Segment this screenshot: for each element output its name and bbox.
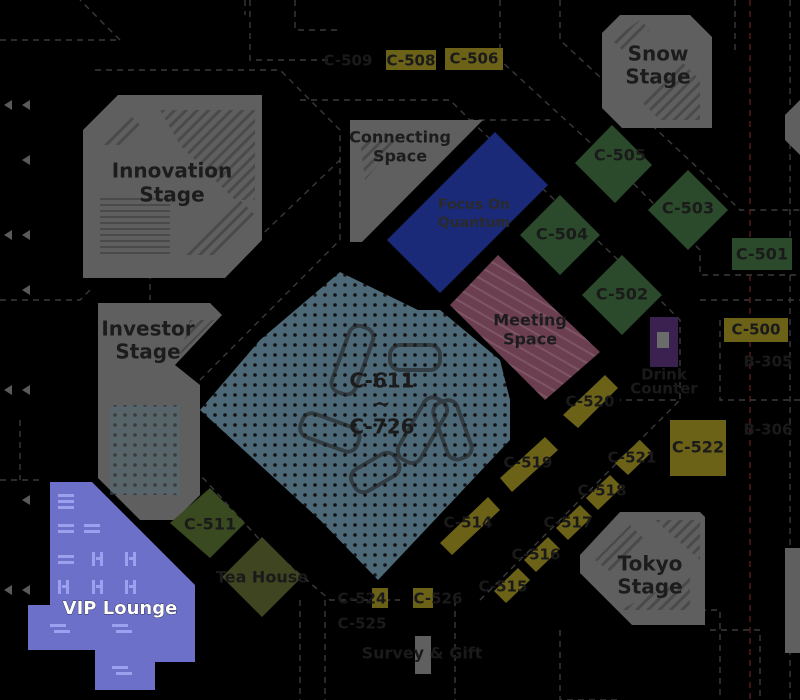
snow-stage-label-2: Stage: [625, 65, 690, 89]
meeting-space-label-2: Space: [503, 330, 557, 349]
booth-label-c-526: C-526: [414, 590, 463, 608]
booth-c-518[interactable]: C-518: [578, 475, 627, 510]
booth-c-509[interactable]: C-509: [324, 52, 373, 70]
focus-on-quantum-area[interactable]: Focus On Quantum: [387, 132, 548, 293]
tea-house[interactable]: Tea House: [216, 537, 308, 617]
booth-c-515[interactable]: C-515: [479, 568, 530, 603]
booth-label-c-525: C-525: [338, 615, 387, 633]
investor-stage[interactable]: Investor Stage: [98, 303, 222, 520]
survey-and-gift-label: Survey & Gift: [362, 644, 483, 663]
booth-label-c-505: C-505: [594, 146, 646, 165]
snow-stage[interactable]: Snow Stage: [602, 15, 712, 128]
booth-b-306[interactable]: B-306: [744, 421, 793, 439]
booth-label-c-516: C-516: [512, 546, 561, 564]
booth-c-524[interactable]: C-524: [338, 588, 388, 608]
booth-label-c-500: C-500: [732, 321, 781, 339]
booth-c-522[interactable]: C-522: [670, 420, 726, 476]
booth-c-521[interactable]: C-521: [608, 440, 657, 475]
center-area-label-top: C-611: [349, 369, 414, 393]
booth-label-c-515: C-515: [479, 578, 528, 596]
booth-label-c-518: C-518: [578, 482, 627, 500]
investor-stage-label-1: Investor: [101, 317, 194, 341]
innovation-stage[interactable]: Innovation Stage: [83, 95, 262, 278]
booth-label-c-514: C-514: [444, 514, 493, 532]
booth-c-501[interactable]: C-501: [732, 238, 792, 270]
cup-icon: [657, 332, 669, 348]
connecting-space-label-1: Connecting: [349, 128, 451, 147]
vip-seating: [50, 494, 136, 675]
booth-c-508[interactable]: C-508: [386, 50, 436, 70]
booth-label-c-504: C-504: [536, 225, 588, 244]
innovation-stage-label-1: Innovation: [112, 159, 233, 183]
right-edge-area: [785, 100, 800, 155]
investor-stage-label-2: Stage: [115, 340, 180, 364]
booth-label-c-524: C-524: [338, 590, 387, 608]
booth-c-506[interactable]: C-506: [445, 48, 503, 70]
connecting-space[interactable]: Connecting Space: [349, 120, 483, 242]
booth-label-c-502: C-502: [596, 285, 648, 304]
booth-label-b-306: B-306: [744, 421, 793, 439]
booth-c-505[interactable]: C-505: [575, 125, 652, 203]
focus-on-quantum-label-1: Focus On: [438, 197, 510, 213]
center-area-label-bottom: C-726: [349, 415, 414, 439]
booth-c-500[interactable]: C-500: [724, 318, 788, 342]
booth-label-c-517: C-517: [544, 514, 593, 532]
booth-c-502[interactable]: C-502: [582, 255, 662, 335]
booth-label-c-501: C-501: [736, 245, 788, 264]
focus-on-quantum-label-2: Quantum: [438, 215, 511, 231]
survey-and-gift[interactable]: Survey & Gift: [362, 636, 483, 674]
booth-label-b-305: B-305: [744, 353, 793, 371]
booth-label-c-522: C-522: [672, 438, 724, 457]
booth-c-525[interactable]: C-525: [338, 615, 387, 633]
meeting-space[interactable]: Meeting Space: [450, 255, 600, 400]
booth-c-503[interactable]: C-503: [648, 170, 728, 250]
meeting-space-label-1: Meeting: [493, 311, 567, 330]
drink-counter[interactable]: Drink Counter: [630, 317, 698, 398]
snow-stage-label-1: Snow: [628, 42, 689, 66]
connecting-space-label-2: Space: [373, 147, 427, 166]
booth-c-526[interactable]: C-526: [413, 588, 462, 608]
booth-label-c-521: C-521: [608, 449, 657, 467]
drink-counter-label-1: Drink: [641, 366, 688, 384]
center-area-label-tilde: ~: [374, 392, 391, 416]
vip-lounge-label: VIP Lounge: [63, 598, 178, 619]
booth-c-516[interactable]: C-516: [512, 537, 561, 572]
booth-c-511[interactable]: C-511: [170, 488, 245, 558]
vip-lounge[interactable]: VIP Lounge: [28, 482, 195, 690]
booth-c-519[interactable]: C-519: [500, 437, 558, 492]
wall-markers: [4, 100, 30, 595]
center-seating-area[interactable]: C-611 ~ C-726: [200, 272, 510, 580]
right-edge-area-lower: [785, 548, 800, 653]
drink-counter-label-2: Counter: [630, 380, 698, 398]
booth-label-c-506: C-506: [450, 50, 499, 68]
booth-c-514[interactable]: C-514: [440, 497, 500, 555]
booth-c-520[interactable]: C-520: [563, 375, 618, 428]
booth-label-c-519: C-519: [504, 454, 553, 472]
booth-label-c-508: C-508: [387, 52, 436, 70]
tokyo-stage-label-1: Tokyo: [618, 552, 683, 576]
booth-c-504[interactable]: C-504: [520, 195, 600, 275]
tokyo-stage[interactable]: Tokyo Stage: [580, 512, 705, 625]
booth-b-305[interactable]: B-305: [744, 353, 793, 371]
booth-label-c-509: C-509: [324, 52, 373, 70]
tea-house-label: Tea House: [216, 568, 308, 587]
innovation-stage-label-2: Stage: [139, 183, 204, 207]
booth-label-c-503: C-503: [662, 199, 714, 218]
booth-c-517[interactable]: C-517: [544, 505, 593, 540]
booth-label-c-511: C-511: [184, 515, 236, 534]
booth-label-c-520: C-520: [566, 393, 615, 411]
tokyo-stage-label-2: Stage: [617, 575, 682, 599]
